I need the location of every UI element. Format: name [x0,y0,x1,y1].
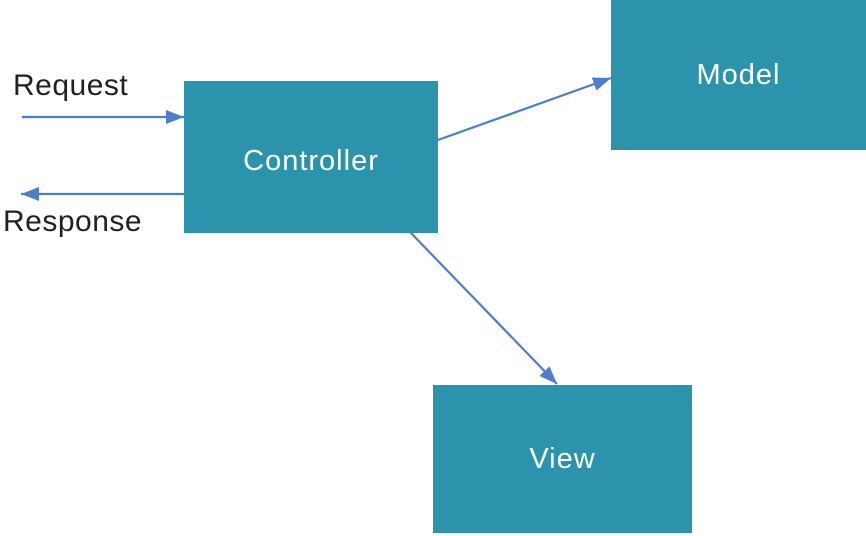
model-label: Model [696,58,781,91]
controller-to-model-arrow [437,76,612,142]
node-controller: Controller [184,81,438,233]
response-label: Response [3,205,143,238]
request-label: Request [13,69,129,102]
node-model: Model [611,0,866,150]
controller-to-view-arrow [409,231,558,385]
node-view: View [433,385,692,533]
controller-label: Controller [243,144,379,177]
view-label: View [529,442,596,475]
